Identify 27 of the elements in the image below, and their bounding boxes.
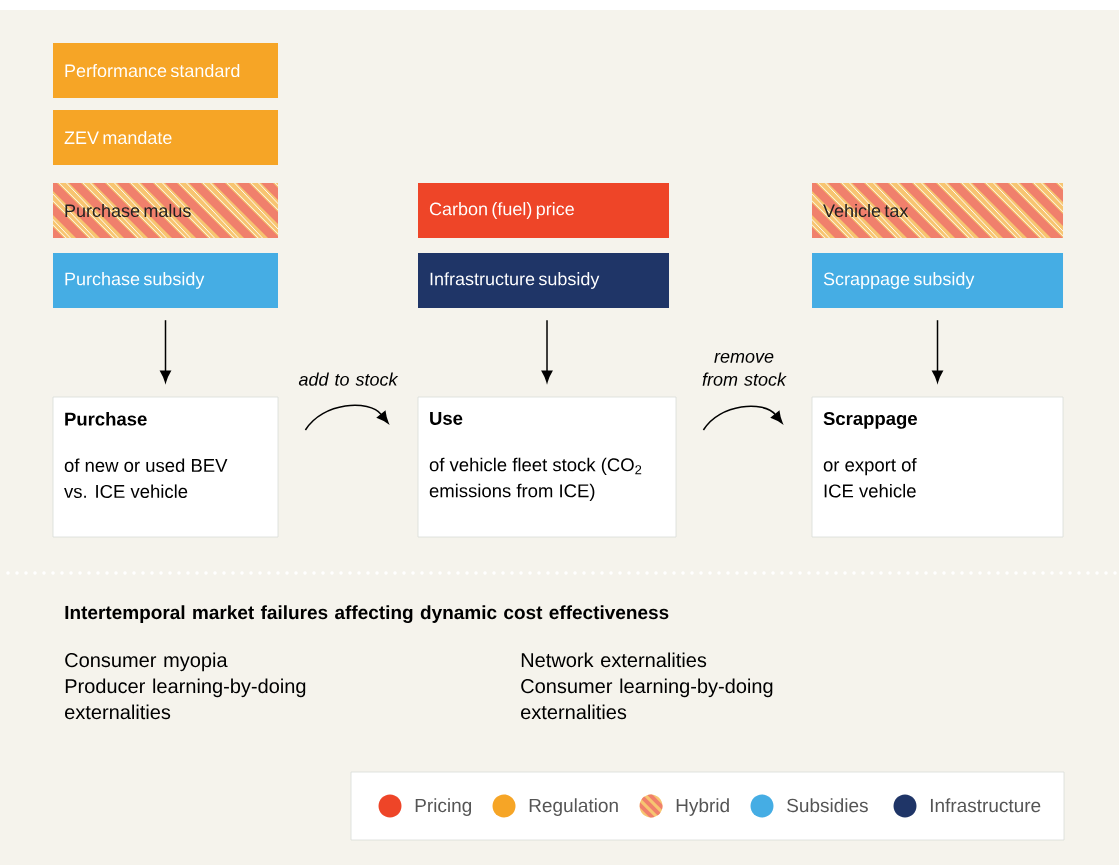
list-item: Producer learning-by-doing externalities: [65, 678, 306, 720]
arrow: [702, 405, 783, 431]
policy-box: Scrappage subsidy: [812, 253, 1063, 308]
list-item: Network externalities: [521, 652, 707, 668]
list-item: Consumer learning-by-doing externalities: [521, 678, 773, 720]
legend-label: Regulation: [529, 798, 618, 816]
arrow: [304, 404, 389, 431]
policy-box: Infrastructure subsidy: [418, 253, 669, 308]
stage-box: Use of vehicle fleet stock (CO$_{2}$ emissions from ICE): [417, 396, 677, 538]
policy-box: Performance standard: [53, 43, 278, 98]
arrow: [932, 319, 943, 383]
arrow: [541, 319, 553, 383]
list-item: Consumer myopia: [65, 652, 228, 672]
stage-box: Scrappage or export of ICE vehicle: [811, 396, 1064, 538]
arrow: [160, 319, 171, 383]
legend-label: Infrastructure: [930, 798, 1041, 813]
legend-label: Hybrid: [676, 798, 729, 816]
legend-label: Subsidies: [787, 798, 868, 813]
policy-box: Carbon (fuel) price: [418, 183, 669, 238]
policy-box: ZEV mandate: [53, 110, 278, 165]
stage-box: Purchase of new or used BEV vs. ICE vehicle: [52, 396, 279, 538]
hatched-policy-box: Purchase malus: [53, 183, 278, 238]
edge-label: remove from stock: [692, 350, 796, 388]
section-heading: Intertemporal market failures affecting dynamic cost effectiveness: [65, 605, 669, 624]
hatched-policy-box: Vehicle tax: [812, 183, 1063, 238]
legend-label: Pricing: [415, 798, 472, 816]
policy-box: Purchase subsidy: [53, 253, 278, 308]
